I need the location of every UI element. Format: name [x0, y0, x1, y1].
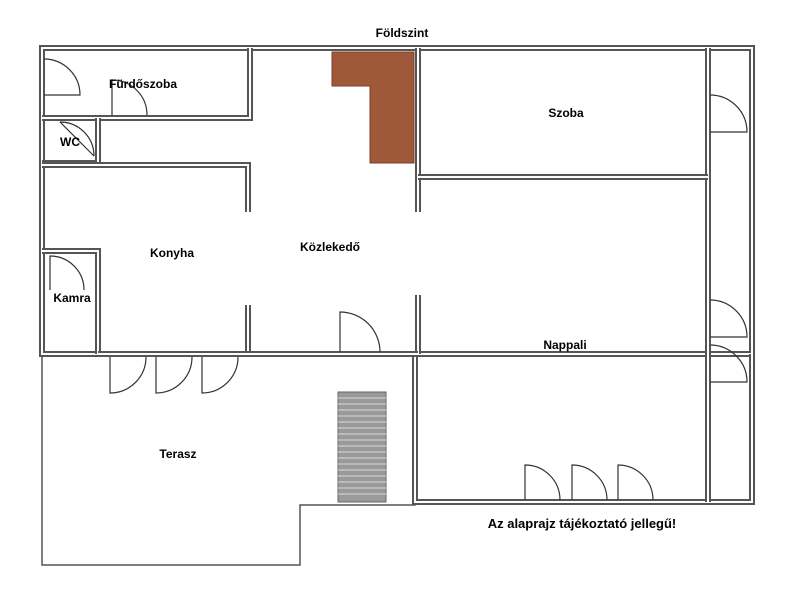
room-label-kamra: Kamra [53, 291, 91, 305]
room-label-nappali: Nappali [543, 338, 586, 352]
room-label-furdoszoba: Fürdőszoba [109, 77, 177, 91]
chimney-block [331, 51, 415, 164]
room-label-kozlekedo: Közlekedő [300, 240, 360, 254]
stairs [337, 391, 387, 503]
room-label-terasz: Terasz [159, 447, 196, 461]
interior-walls [42, 48, 708, 357]
disclaimer-note: Az alaprajz tájékoztató jellegű! [488, 516, 677, 531]
room-label-wc: WC [60, 135, 80, 149]
room-label-szoba: Szoba [548, 106, 584, 120]
floor-title: Földszint [376, 26, 429, 40]
room-label-konyha: Konyha [150, 246, 194, 260]
doors [43, 58, 748, 501]
